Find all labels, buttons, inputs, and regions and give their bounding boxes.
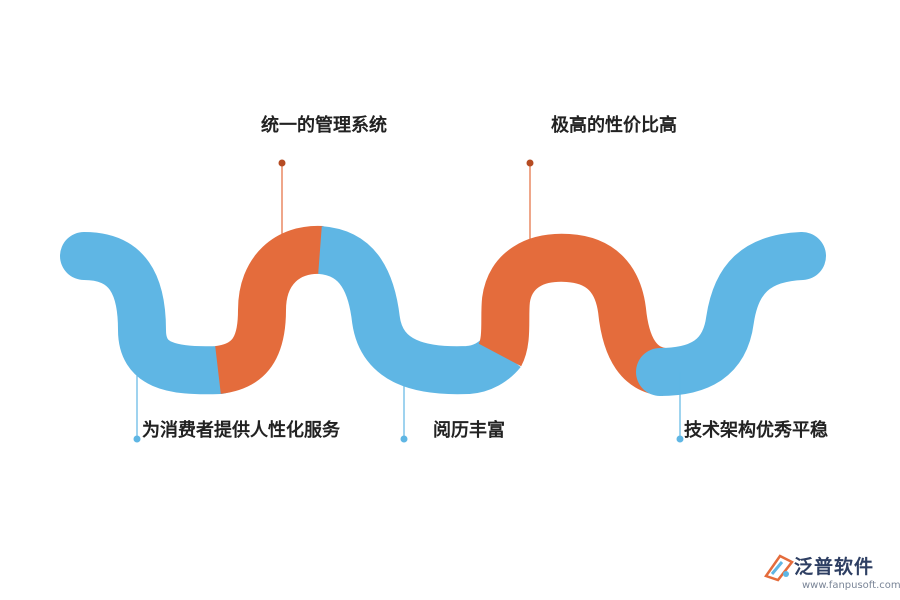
connector-dot-stable-architecture <box>676 435 684 443</box>
logo-name: 泛普软件 <box>794 556 875 578</box>
label-stable-architecture: 技术架构优秀平稳 <box>684 420 828 441</box>
wave-segment-5 <box>636 232 826 396</box>
label-cost-performance: 极高的性价比高 <box>551 115 677 136</box>
label-personalized-service: 为消费者提供人性化服务 <box>142 420 340 441</box>
connector-dot-personalized-service <box>133 435 141 443</box>
label-experience: 阅历丰富 <box>433 420 505 441</box>
connector-dot-unified-system <box>278 159 286 167</box>
label-unified-system: 统一的管理系统 <box>261 115 387 136</box>
brand-logo: 泛普软件 www.fanpusoft.com <box>760 550 900 598</box>
logo-icon <box>764 554 794 582</box>
wave-segment-1 <box>60 232 244 395</box>
connector-dot-cost-performance <box>526 159 534 167</box>
wave-segment-4 <box>477 233 669 396</box>
wave-segment-3 <box>316 226 521 395</box>
logo-url: www.fanpusoft.com <box>802 580 900 591</box>
wave-segment-2 <box>213 225 324 394</box>
connector-dot-experience <box>400 435 408 443</box>
